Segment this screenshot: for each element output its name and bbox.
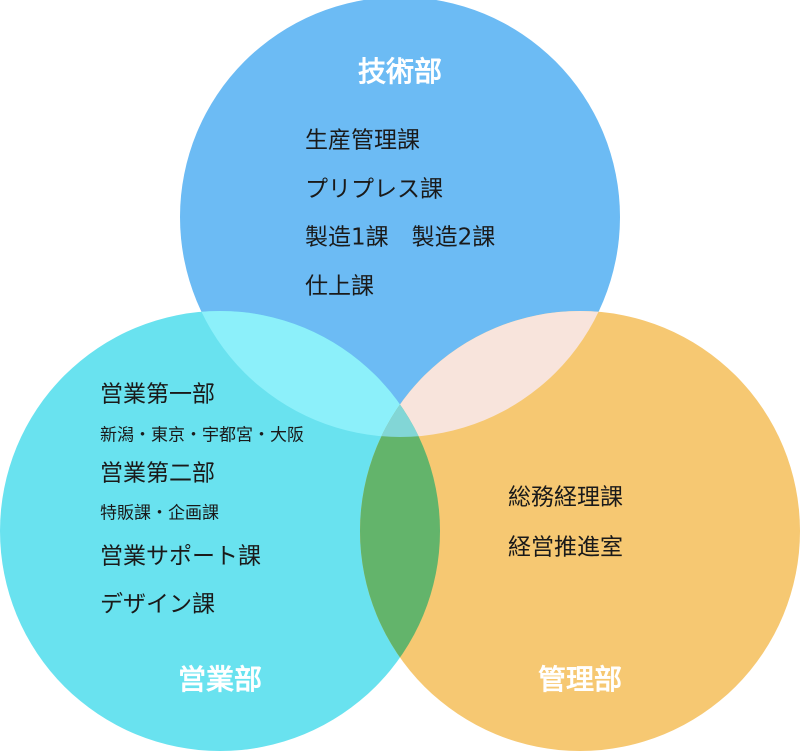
- technical-item: 製造1課 製造2課: [305, 224, 496, 251]
- sales-title: 営業部: [177, 663, 263, 696]
- technical-item: プリプレス課: [305, 176, 443, 203]
- sales-item: 営業サポート課: [100, 543, 261, 570]
- technical-item: 生産管理課: [305, 127, 420, 154]
- sales-group-detail: 新潟・東京・宇都宮・大阪: [100, 425, 304, 446]
- sales-item: デザイン課: [100, 591, 215, 618]
- overlap-technical-management: [360, 311, 620, 437]
- management-title: 管理部: [537, 663, 623, 696]
- sales-group-name: 営業第二部: [100, 460, 215, 487]
- technical-title: 技術部: [357, 55, 443, 88]
- technical-item: 仕上課: [305, 273, 374, 300]
- management-item: 総務経理課: [508, 484, 623, 511]
- sales-group-name: 営業第一部: [100, 381, 215, 408]
- sales-group-detail: 特販課・企画課: [100, 503, 219, 524]
- overlap-technical-sales: [180, 311, 440, 437]
- management-item: 経営推進室: [508, 534, 623, 561]
